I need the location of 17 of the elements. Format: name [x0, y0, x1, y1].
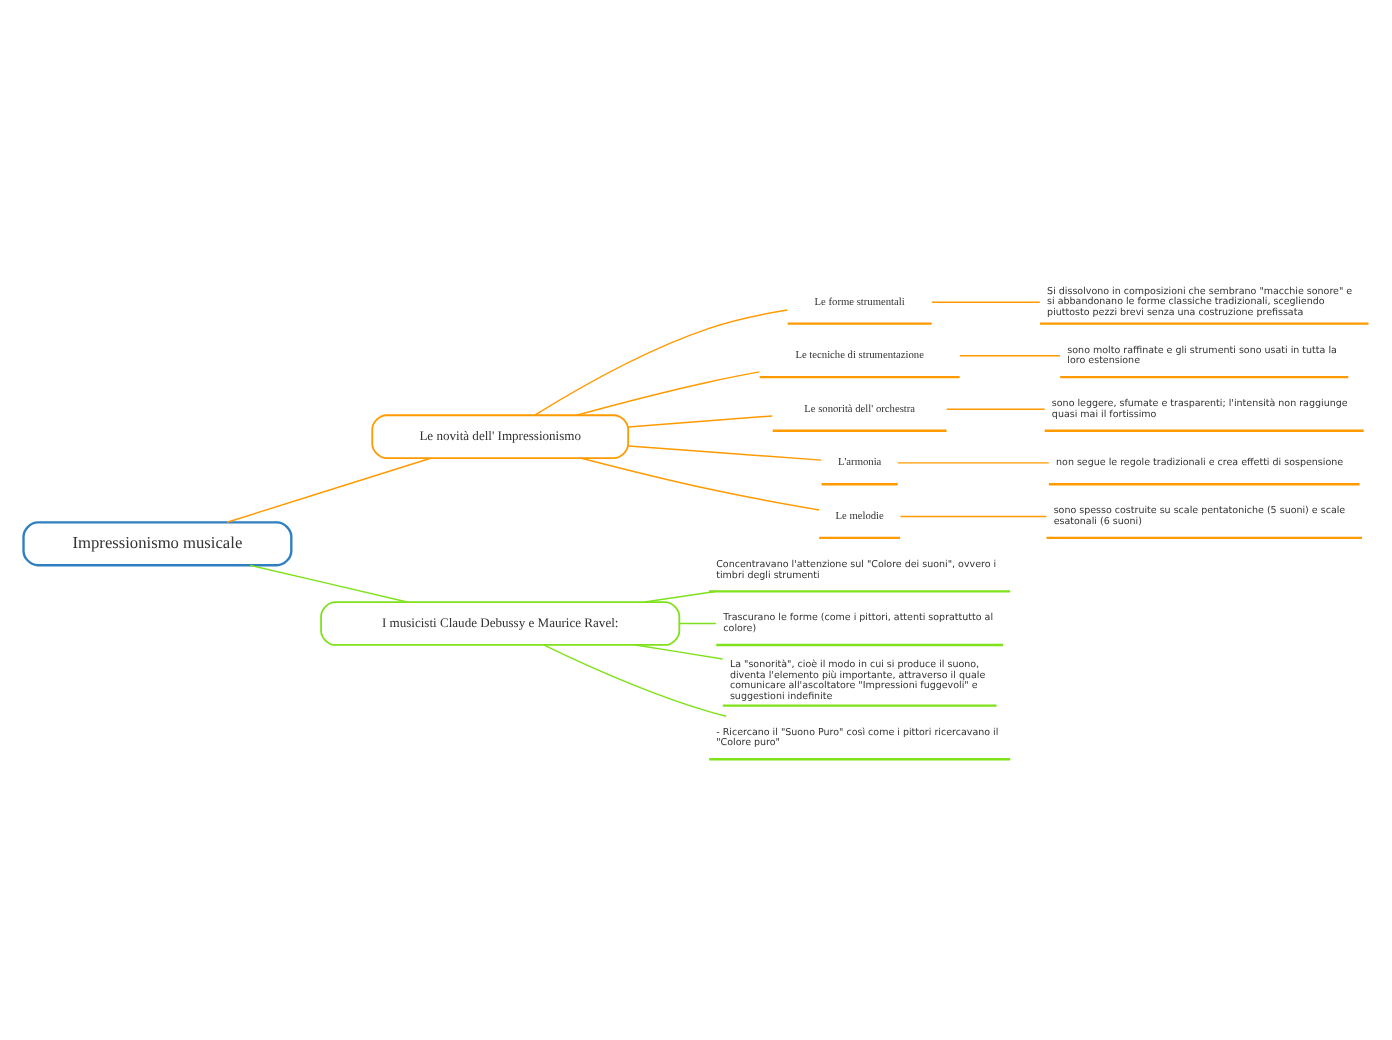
- connector: [575, 371, 761, 416]
- node-box: Impressionismo musicale: [22, 521, 293, 567]
- connector: [627, 445, 823, 461]
- connector: [534, 309, 789, 416]
- connector: [249, 564, 408, 603]
- connector: [946, 408, 1046, 411]
- connector: [897, 462, 1050, 464]
- connector: [543, 644, 727, 717]
- connector: [931, 301, 1041, 303]
- connector: [627, 415, 773, 428]
- connector: [643, 590, 716, 603]
- connector: [634, 644, 724, 660]
- connector: [678, 622, 717, 625]
- connector: [580, 457, 820, 511]
- connector: [226, 457, 432, 523]
- connector: [959, 355, 1061, 357]
- connector: [899, 515, 1048, 518]
